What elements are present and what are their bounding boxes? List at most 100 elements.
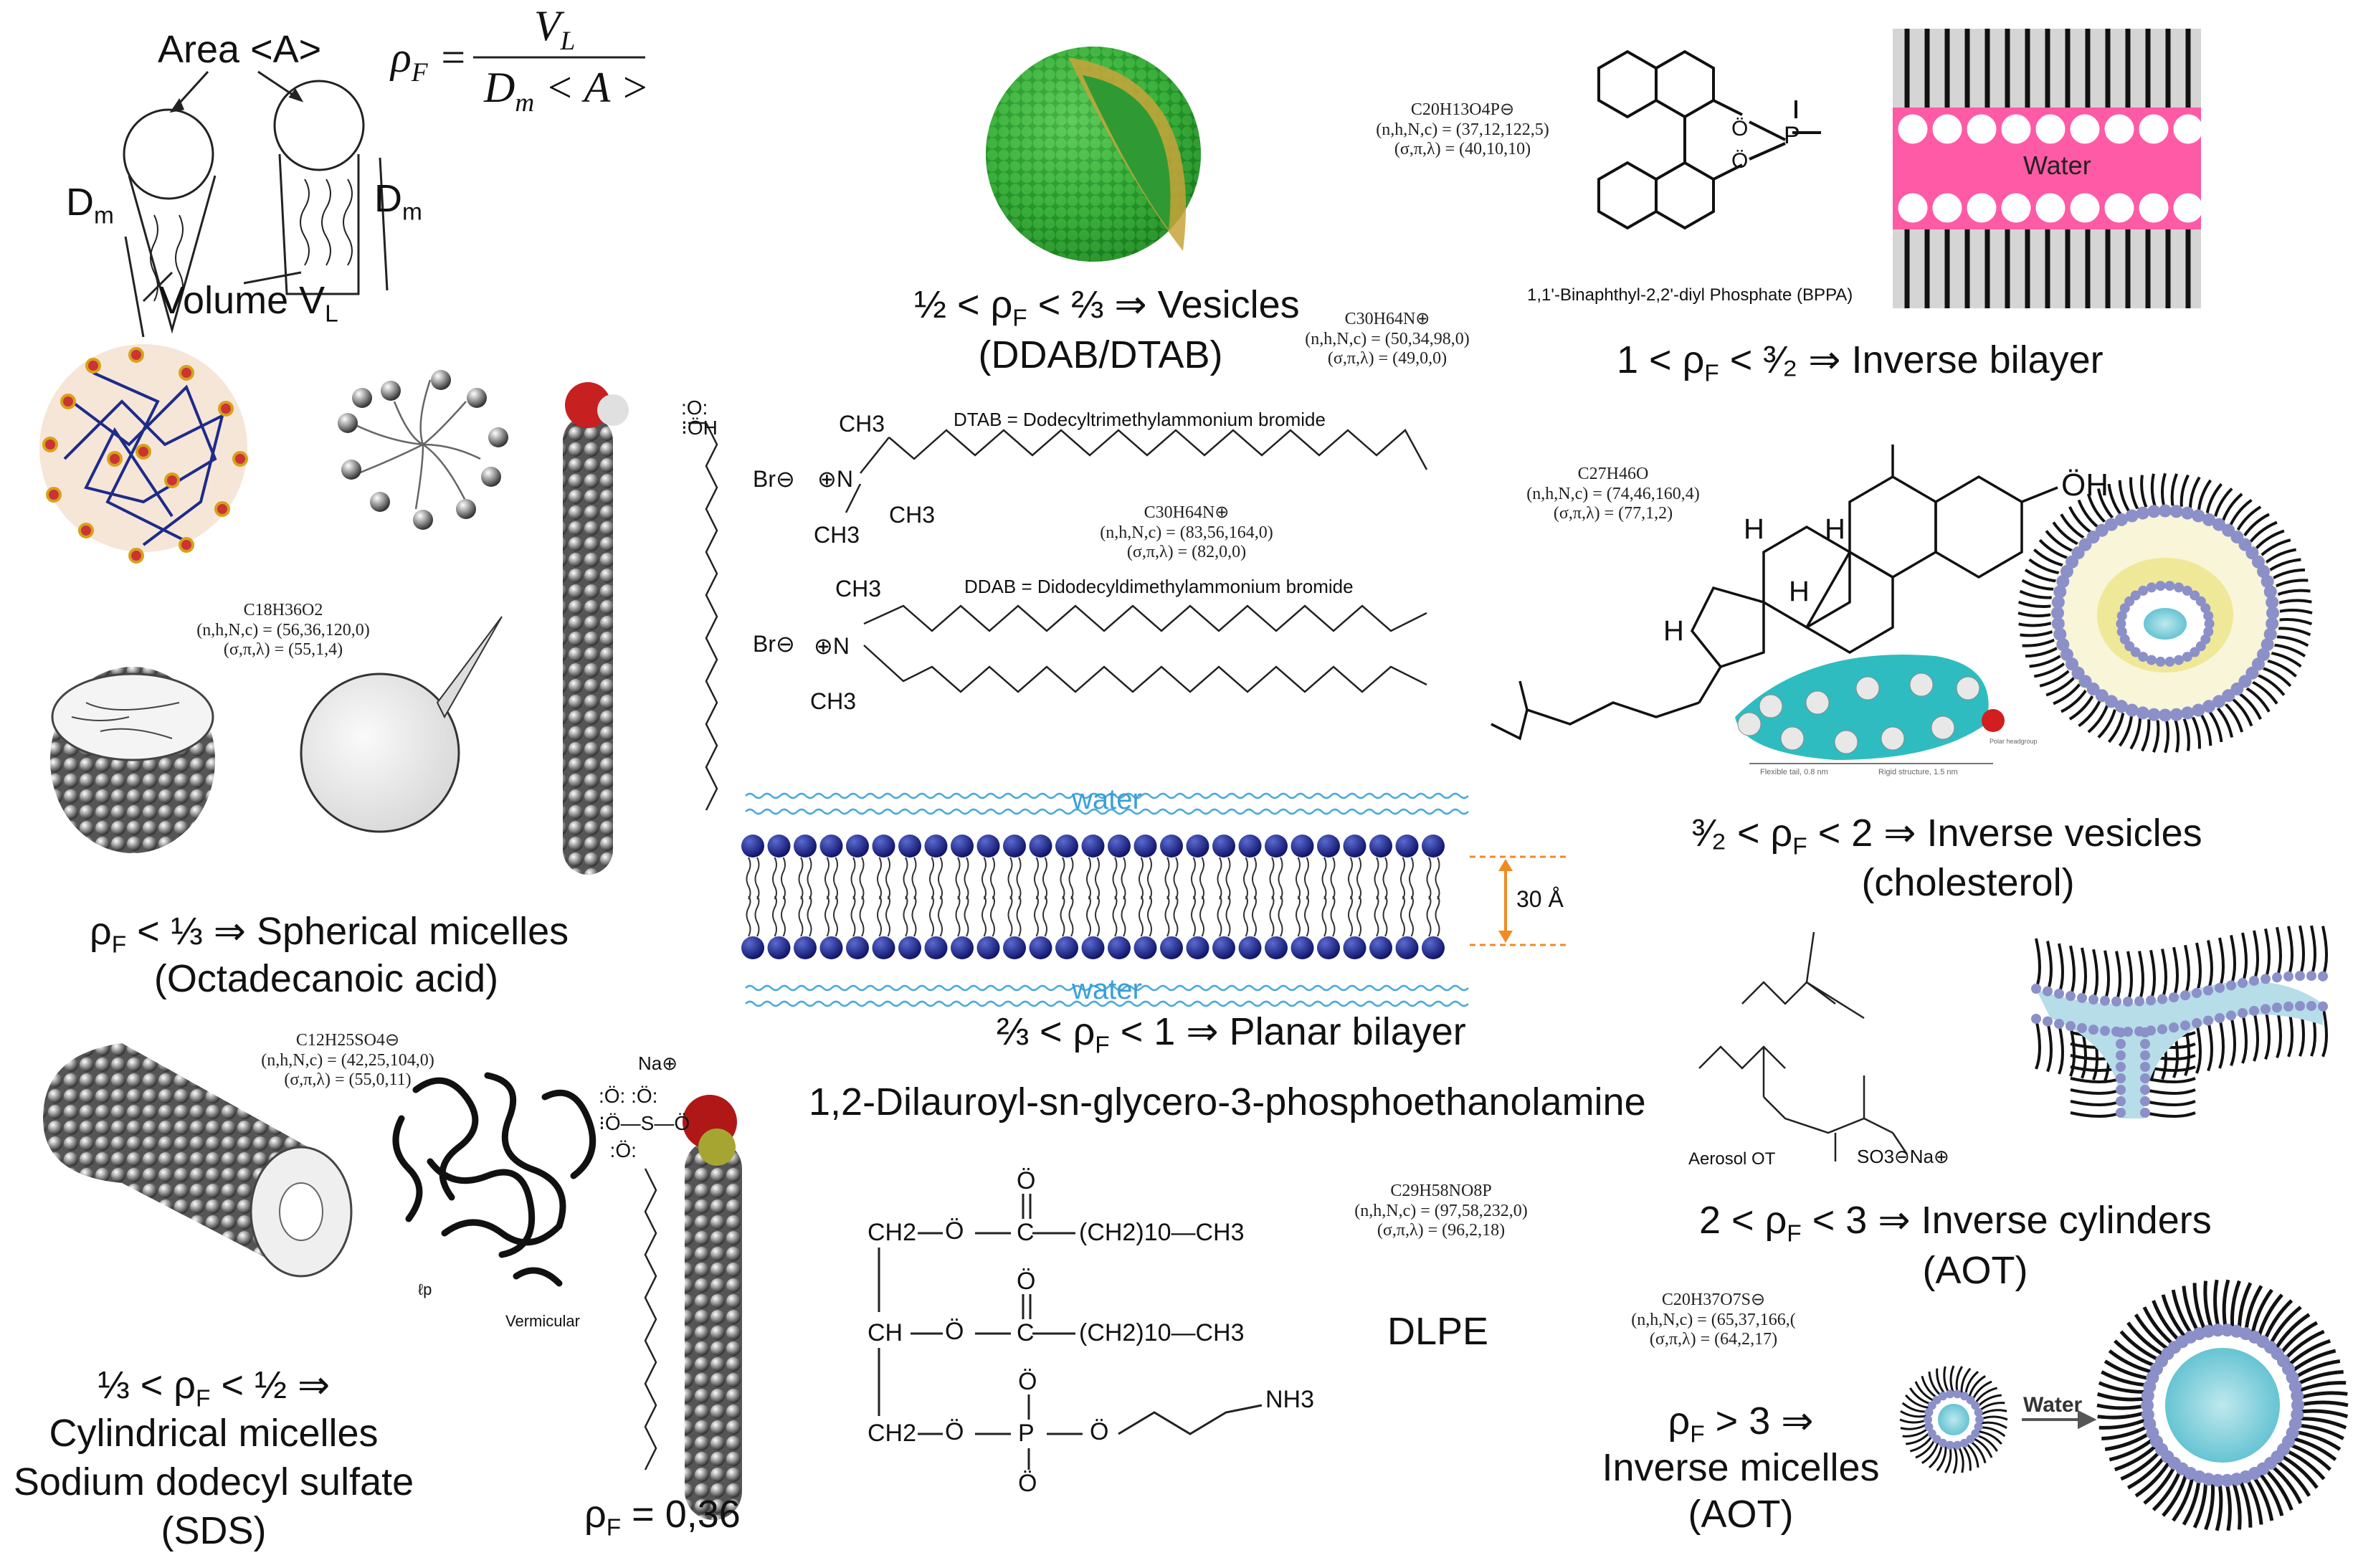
inverse-cylinders-headline: 2 < ρF < 3 ⇒ Inverse cylinders <box>1699 1199 2212 1248</box>
bppa-structure <box>1597 49 1821 230</box>
cholesterol-spacefill <box>1735 655 2005 764</box>
dtab-ch3-right: CH3 <box>889 502 936 528</box>
inverse-bilayer-headline: 1 < ρF < ³⁄₂ ⇒ Inverse bilayer <box>1617 338 2104 387</box>
aot-label: Aerosol OT <box>1688 1149 1776 1169</box>
cholesterol-polar: Polar headgroup <box>1990 738 2038 745</box>
dlpe-o2-carbonyl: Ö <box>1017 1268 1036 1295</box>
dlpe-short: DLPE <box>1387 1310 1489 1353</box>
dlpe-ch: CH <box>867 1319 903 1346</box>
dlpe-o1-carbonyl: Ö <box>1017 1167 1036 1194</box>
ddab-ch3-top: CH3 <box>835 576 882 602</box>
bilayer-thickness: 30 Å <box>1516 886 1564 912</box>
vesicles-headline: ½ < ρF < ⅔ ⇒ Vesicles <box>914 283 1300 332</box>
sds-headgroup: :Ö: :Ö:⁝Ö—S—Ö :Ö: <box>599 1085 690 1161</box>
ddab-ch3-bottom: CH3 <box>810 688 857 714</box>
volume-label: Volume VL <box>159 279 338 328</box>
inverse-bilayer-water: Water <box>2023 151 2091 180</box>
bppa-formula: C20H13O4P⊖(n,h,N,c) = (37,12,122,5)(σ,π,… <box>1376 100 1549 159</box>
vesicles-formula: C30H64N⊕(n,h,N,c) = (50,34,98,0)(σ,π,λ) … <box>1305 310 1470 369</box>
bppa-name: 1,1'-Binaphthyl-2,2'-diyl Phosphate (BPP… <box>1527 285 1853 305</box>
sds-skeletal <box>644 1168 657 1470</box>
water-arrow <box>2022 1410 2097 1430</box>
aot-so3: SO3⊖Na⊕ <box>1857 1146 1949 1167</box>
planar-headline: ⅔ < ρF < 1 ⇒ Planar bilayer <box>997 1010 1466 1059</box>
magnified-droplet <box>300 616 503 833</box>
vesicles-subline: (DDAB/DTAB) <box>978 333 1223 376</box>
inverse-micelle-large <box>2096 1279 2349 1531</box>
cylindrical-micelle-image <box>43 1043 353 1278</box>
cholesterol-h1: H <box>1744 513 1764 545</box>
packing-parameter-sketch <box>123 56 645 338</box>
bppa-p: P <box>1784 122 1800 149</box>
dlpe-structure <box>878 1194 1263 1470</box>
dlpe-nh3: NH3 <box>1265 1386 1315 1413</box>
dlpe-ch2-top: CH2 <box>867 1219 917 1246</box>
dlpe-o4: Ö <box>1090 1418 1109 1445</box>
vermicular-chains <box>392 1072 596 1287</box>
cholesterol-caption-right: Rigid structure, 1.5 nm <box>1878 768 1958 776</box>
dlpe-o-upper: Ö <box>1018 1368 1037 1395</box>
cholesterol-h4: H <box>1663 615 1684 647</box>
cylindrical-line3: Sodium dodecyl sulfate <box>13 1460 414 1503</box>
ddab-formula: C30H64N⊕(n,h,N,c) = (83,56,164,0)(σ,π,λ)… <box>1100 503 1273 562</box>
dlpe-ch2-bottom: CH2 <box>867 1420 917 1447</box>
aot-formula: C20H37O7S⊖(n,h,N,c) = (65,37,166,((σ,π,λ… <box>1631 1291 1796 1349</box>
eq-numerator: VL <box>534 2 576 57</box>
sds-spacefill <box>683 1095 742 1520</box>
dlpe-chain-2: (CH2)10—CH3 <box>1079 1319 1245 1346</box>
planar-water-bottom: water <box>1072 974 1142 1005</box>
spherical-subline: (Octadecanoic acid) <box>153 957 499 1000</box>
area-label: Area <A> <box>158 28 322 71</box>
dlpe-o1: Ö <box>945 1217 964 1245</box>
rho-f-symbol: ρF = <box>391 34 468 88</box>
water-arrow-label: Water <box>2023 1393 2083 1417</box>
dtab-structure <box>845 429 1428 513</box>
spherical-headline: ρF < ⅓ ⇒ Spherical micelles <box>90 910 569 959</box>
sds-rho-value: ρF = 0,36 <box>584 1493 741 1541</box>
eq-denominator: Dm < A > <box>484 64 650 118</box>
inverse-micelles-line1: ρF > 3 ⇒ <box>1668 1400 1814 1448</box>
cholesterol-structure <box>1491 445 2058 741</box>
bppa-o-upper: Ö <box>1731 117 1749 141</box>
dlpe-full-name: 1,2-Dilauroyl-sn-glycero-3-phosphoethano… <box>809 1080 1646 1123</box>
ddab-n: ⊕N <box>814 633 850 659</box>
dm-label-left: Dm <box>66 181 114 229</box>
ddab-structure <box>863 604 1427 693</box>
cylindrical-line2: Cylindrical micelles <box>49 1412 379 1455</box>
cholesterol-formula: C27H46O(n,h,N,c) = (74,46,160,4)(σ,π,λ) … <box>1526 465 1700 523</box>
dtab-br: Br⊖ <box>753 466 795 492</box>
bppa-o-lower: Ö <box>1731 149 1749 173</box>
dm-label-right: Dm <box>374 177 422 226</box>
dlpe-c2: C <box>1017 1319 1035 1346</box>
dlpe-c1: C <box>1017 1219 1035 1246</box>
dtab-ch3-top: CH3 <box>839 411 885 437</box>
lipid-micelle-sketch <box>338 370 508 530</box>
inverse-vesicles-headline: ³⁄₂ < ρF < 2 ⇒ Inverse vesicles <box>1692 812 2202 860</box>
inverse-bilayer-image <box>1893 29 2203 308</box>
cholesterol-h3: H <box>1789 576 1810 607</box>
cylindrical-line4: (SDS) <box>161 1509 267 1552</box>
ddab-name: DDAB = Didodecyldimethylammonium bromide <box>964 576 1354 597</box>
inverse-vesicle-image <box>2017 472 2313 754</box>
dtab-ch3-bottom: CH3 <box>814 522 860 548</box>
inverse-micelles-line3: (AOT) <box>1688 1493 1794 1536</box>
octadecanoic-acid-skeletal <box>688 422 718 811</box>
vesicle-image <box>986 47 1201 262</box>
cholesterol-h2: H <box>1825 513 1845 545</box>
inverse-cylinders-subline: (AOT) <box>1922 1249 2028 1292</box>
inverse-cylinder-image <box>2031 925 2328 1118</box>
inverse-vesicles-subline: (cholesterol) <box>1861 861 2075 904</box>
micelle-cutaway-image <box>50 667 215 853</box>
dlpe-p: P <box>1018 1420 1035 1447</box>
protein-like-micelle-image <box>39 344 248 564</box>
cooh-label: :O:⁝ÖH <box>681 396 718 439</box>
dtab-n: ⊕N <box>817 466 853 492</box>
octadecanoic-formula: C18H36O2(n,h,N,c) = (56,36,120,0)(σ,π,λ)… <box>196 601 370 660</box>
inverse-micelle-small <box>1899 1365 2008 1474</box>
vermicular-label: Vermicular <box>505 1312 580 1330</box>
dlpe-o3: Ö <box>945 1418 964 1445</box>
planar-bilayer-image <box>741 792 1567 1007</box>
persistence-length: ℓp <box>418 1280 432 1298</box>
